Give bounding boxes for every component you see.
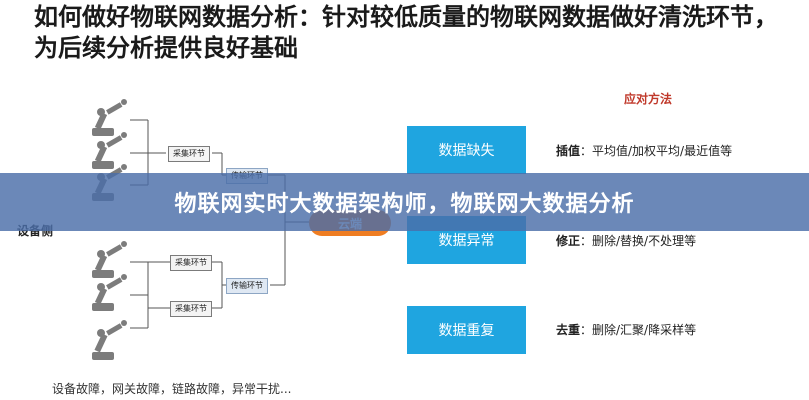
problem-box-missing: 数据缺失 [407, 126, 526, 174]
method-name: 修正 [556, 234, 581, 248]
transmit-stage-tag: 传输环节 [226, 278, 268, 294]
robot-arm-icon [92, 241, 127, 278]
method-interpolation: 插值：平均值/加权平均/最近值等 [556, 142, 732, 159]
method-correction: 修正：删除/替换/不处理等 [556, 232, 696, 249]
robot-arm-icon [92, 274, 127, 311]
method-detail: ：删除/汇聚/降采样等 [580, 323, 697, 337]
robot-arm-icon [92, 132, 127, 169]
overlay-banner: 物联网实时大数据架构师，物联网大数据分析 [0, 173, 809, 231]
collect-stage-tag: 采集环节 [170, 255, 212, 271]
method-name: 插值 [556, 144, 581, 158]
methods-title: 应对方法 [624, 92, 673, 106]
method-dedup: 去重：删除/汇聚/降采样等 [556, 321, 696, 338]
slide-title: 如何做好物联网数据分析：针对较低质量的物联网数据做好清洗环节，为后续分析提供良好… [34, 3, 778, 62]
method-name: 去重 [556, 323, 581, 337]
problem-box-duplicate: 数据重复 [407, 306, 526, 354]
method-detail: ：平均值/加权平均/最近值等 [580, 144, 733, 158]
robot-arm-icon [92, 320, 127, 360]
banner-text: 物联网实时大数据架构师，物联网大数据分析 [174, 192, 635, 217]
method-detail: ：删除/替换/不处理等 [580, 234, 697, 248]
robot-arm-icon [92, 99, 127, 136]
fault-caption: 设备故障，网关故障，链路故障，异常干扰... [52, 382, 292, 396]
collect-stage-tag: 采集环节 [170, 301, 212, 317]
collect-stage-tag: 采集环节 [168, 146, 210, 162]
